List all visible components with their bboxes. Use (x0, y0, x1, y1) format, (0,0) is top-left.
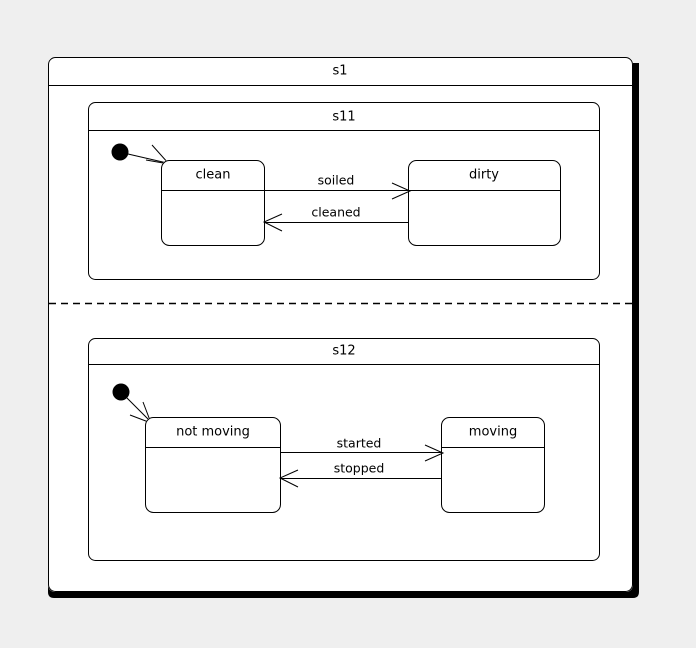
transition-started-arrowhead (424, 444, 445, 462)
transition-soiled-arrowhead (391, 182, 412, 200)
transition-stopped-arrowhead (278, 469, 299, 488)
transition-cleaned[interactable]: cleaned (262, 205, 409, 232)
state-clean[interactable]: clean (161, 160, 265, 246)
s11-title-label: s11 (332, 110, 355, 125)
state-dirty-label: dirty (469, 168, 499, 183)
transition-started-label: started (337, 436, 382, 451)
initial-state-s11-dot (111, 143, 129, 161)
state-dirty[interactable]: dirty (408, 160, 561, 246)
state-clean-label: clean (196, 168, 231, 183)
initial-state-s12-dot (112, 383, 130, 401)
state-moving-border (441, 417, 545, 513)
s1-title-label: s1 (332, 64, 347, 79)
state-not-moving-border (145, 417, 281, 513)
state-clean-background (161, 160, 265, 246)
region-s11[interactable]: s11 clean dirty (88, 102, 600, 280)
region-s12[interactable]: s12 not moving moving (88, 338, 600, 561)
transition-soiled-label: soiled (318, 173, 355, 188)
transition-soiled[interactable]: soiled (265, 173, 412, 200)
state-not-moving-label: not moving (176, 425, 250, 440)
s1-border (48, 57, 633, 592)
transition-stopped-label: stopped (334, 461, 385, 476)
state-clean-border (161, 160, 265, 246)
state-dirty-border (408, 160, 561, 246)
state-dirty-background (408, 160, 561, 246)
state-moving-label: moving (469, 425, 517, 440)
transition-started[interactable]: started (281, 436, 445, 462)
initial-transition-s12-line (126, 397, 151, 422)
s12-title-label: s12 (332, 344, 355, 359)
state-moving[interactable]: moving (441, 417, 545, 513)
state-moving-background (441, 417, 545, 513)
transition-stopped[interactable]: stopped (278, 461, 442, 488)
transition-cleaned-arrowhead (262, 213, 283, 232)
s12-border (88, 338, 600, 561)
s11-border (88, 102, 600, 280)
state-not-moving-background (145, 417, 281, 513)
initial-state-s12[interactable] (112, 383, 152, 424)
state-not-moving[interactable]: not moving (145, 417, 281, 513)
initial-transition-s11-line (127, 153, 168, 164)
transition-cleaned-label: cleaned (311, 205, 360, 220)
